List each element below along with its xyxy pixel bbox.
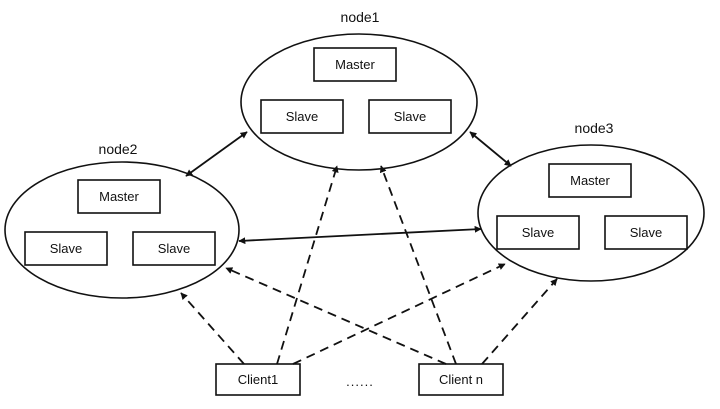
- node1-ellipse: [240, 33, 478, 171]
- node1-slave-label-1: Slave: [286, 109, 319, 124]
- client-n-label: Client n: [439, 372, 483, 387]
- link-client-n-node3: [481, 278, 558, 365]
- link-client1-node2: [180, 292, 245, 365]
- link-node2-node3: [238, 225, 482, 245]
- node2-slave-box-1: [24, 231, 108, 266]
- client1-label: Client1: [238, 372, 278, 387]
- node2-slave-label-1: Slave: [50, 241, 83, 256]
- node3-master-box: [548, 163, 632, 198]
- node3-slave-box-1: [496, 215, 580, 250]
- clients-group: Client1 ...... Client n: [215, 363, 504, 396]
- link-client1-node1: [276, 165, 339, 365]
- link-client-n-node2: [225, 267, 447, 365]
- node2-slave-box-2: [132, 231, 216, 266]
- node1-master-label: Master: [335, 57, 375, 72]
- node2-group: node2 Master Slave Slave: [4, 141, 240, 299]
- client1-box: [215, 363, 301, 396]
- link-node1-node3: [469, 131, 512, 167]
- link-client1-node3: [292, 263, 506, 365]
- node3-slave-label-1: Slave: [522, 225, 555, 240]
- node3-group: node3 Master Slave Slave: [477, 120, 705, 282]
- node1-title: node1: [341, 9, 380, 25]
- node-links: [185, 131, 512, 245]
- node2-title: node2: [99, 141, 138, 157]
- node1-group: node1 Master Slave Slave: [240, 9, 478, 171]
- clients-ellipsis: ......: [346, 374, 374, 389]
- client-n-box: [418, 363, 504, 396]
- node3-master-label: Master: [570, 173, 610, 188]
- client-links: [180, 165, 558, 365]
- node3-title: node3: [575, 120, 614, 136]
- node3-slave-box-2: [604, 215, 688, 250]
- node1-master-box: [313, 47, 397, 82]
- link-node2-node1: [185, 131, 248, 177]
- link-client-n-node1: [379, 165, 457, 365]
- node2-master-box: [77, 179, 161, 214]
- node1-slave-box-2: [368, 99, 452, 134]
- node1-slave-label-2: Slave: [394, 109, 427, 124]
- node3-slave-label-2: Slave: [630, 225, 663, 240]
- node1-slave-box-1: [260, 99, 344, 134]
- node3-ellipse: [477, 144, 705, 282]
- node2-master-label: Master: [99, 189, 139, 204]
- node2-slave-label-2: Slave: [158, 241, 191, 256]
